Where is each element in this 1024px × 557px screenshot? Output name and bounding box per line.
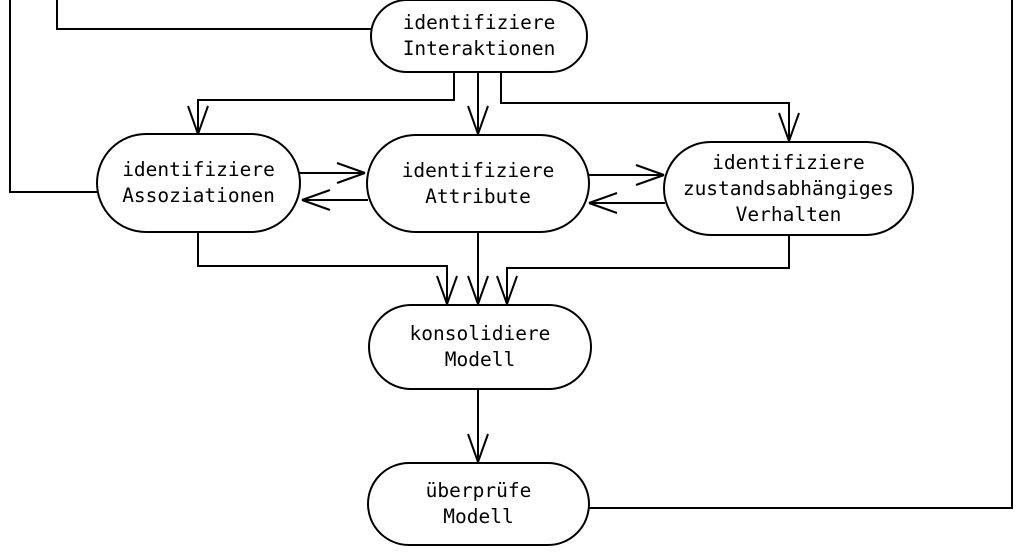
edge-feedback-top-to-assoziationen — [9, 0, 98, 193]
node-label: identifiziere zustandsabhängiges Verhalt… — [682, 150, 895, 226]
edge-interaktionen-to-assoziationen — [187, 73, 455, 135]
node-label: identifiziere Attribute — [401, 158, 555, 208]
edge-feedback-top-to-interaktionen — [56, 0, 372, 30]
edge-ueberpruefe-feedback-right — [588, 0, 1013, 509]
node-identifiziere-zustandsabhaengiges-verhalten: identifiziere zustandsabhängiges Verhalt… — [663, 141, 914, 236]
node-label: konsolidiere Modell — [409, 322, 551, 371]
node-identifiziere-attribute: identifiziere Attribute — [366, 134, 590, 233]
node-identifiziere-interaktionen: identifiziere Interaktionen — [370, 0, 588, 73]
node-ueberpruefe-modell: überprüfe Modell — [367, 462, 590, 546]
node-label: überprüfe Modell — [425, 479, 532, 528]
edge-assoziationen-to-konsolidiere — [197, 233, 458, 305]
node-identifiziere-assoziationen: identifiziere Assoziationen — [96, 133, 301, 233]
edge-interaktionen-to-verhalten — [500, 73, 800, 142]
node-konsolidiere-modell: konsolidiere Modell — [368, 304, 592, 390]
node-label: identifiziere Interaktionen — [402, 11, 556, 60]
edge-verhalten-to-konsolidiere — [496, 236, 790, 305]
node-label: identifiziere Assoziationen — [122, 158, 275, 207]
